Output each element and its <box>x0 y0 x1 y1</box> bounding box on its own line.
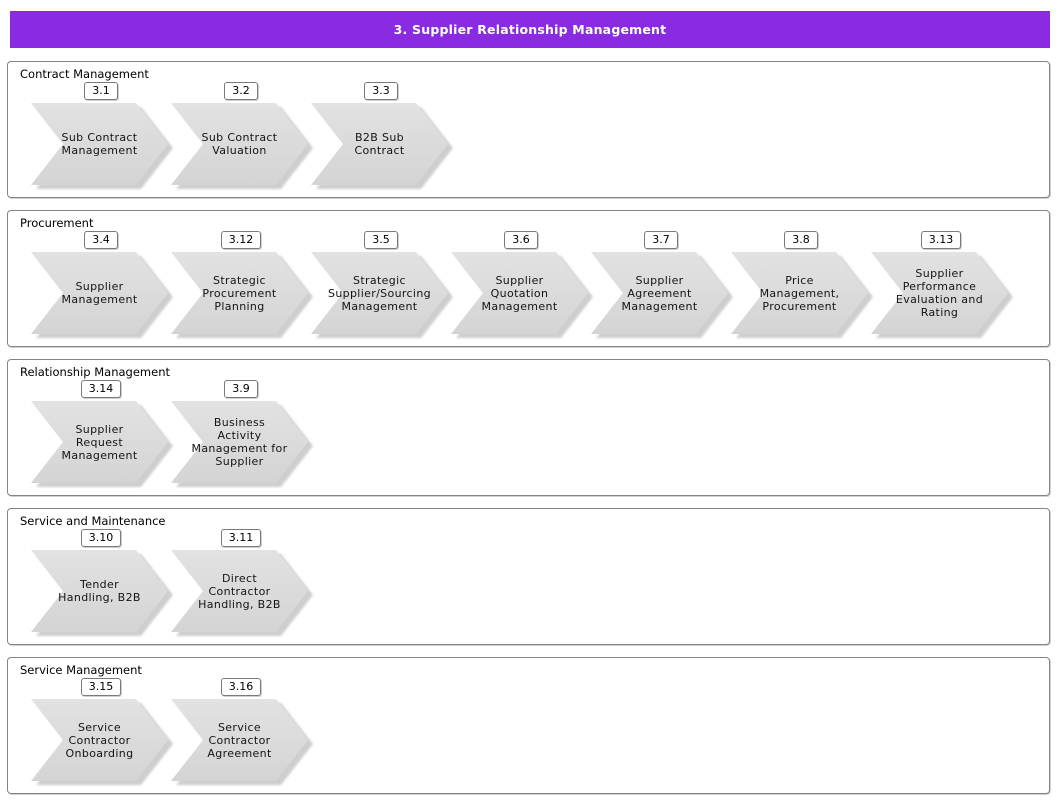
chevron-arrow-shape <box>171 103 313 189</box>
page-title-bar: 3. Supplier Relationship Management <box>10 11 1050 48</box>
step-number-badge: 3.13 <box>920 231 962 249</box>
chevron: Tender Handling, B2B <box>31 549 173 639</box>
process-row: 3.10 Tender Handling, B2B 3.11 Direct Co… <box>8 528 1049 639</box>
chevron-arrow-shape <box>171 699 313 785</box>
process-step[interactable]: 3.15 Service Contractor Onboarding <box>31 677 173 788</box>
chevron-arrow-shape <box>171 252 313 338</box>
step-number-badge: 3.14 <box>80 380 122 398</box>
process-step[interactable]: 3.16 Service Contractor Agreement <box>171 677 313 788</box>
process-step[interactable]: 3.12 Strategic Procurement Planning <box>171 230 313 341</box>
chevron: B2B Sub Contract <box>311 102 453 192</box>
step-number-badge: 3.1 <box>84 82 118 100</box>
chevron: Sub Contract Valuation <box>171 102 313 192</box>
process-step[interactable]: 3.14 Supplier Request Management <box>31 379 173 490</box>
process-step[interactable]: 3.1 Sub Contract Management <box>31 81 173 192</box>
process-step[interactable]: 3.13 Supplier Performance Evaluation and… <box>871 230 1013 341</box>
chevron-arrow-shape <box>171 550 313 636</box>
chevron-arrow-shape <box>31 699 173 785</box>
step-number-badge: 3.5 <box>364 231 398 249</box>
chevron-arrow-shape <box>311 252 453 338</box>
chevron-arrow-shape <box>591 252 733 338</box>
section-group: Service and Maintenance 3.10 Tender Hand… <box>7 508 1050 645</box>
section-list: Contract Management 3.1 Sub Contract Man… <box>7 61 1050 806</box>
chevron: Price Management, Procurement <box>731 251 873 341</box>
process-step[interactable]: 3.7 Supplier Agreement Management <box>591 230 733 341</box>
step-number-badge: 3.6 <box>504 231 538 249</box>
section-group: Service Management 3.15 Service Contract… <box>7 657 1050 794</box>
chevron: Business Activity Management for Supplie… <box>171 400 313 490</box>
section-label: Contract Management <box>20 67 149 81</box>
step-number-badge: 3.12 <box>220 231 262 249</box>
chevron: Strategic Supplier/Sourcing Management <box>311 251 453 341</box>
chevron-arrow-shape <box>31 550 173 636</box>
section-group: Procurement 3.4 Supplier Management 3.12… <box>7 210 1050 347</box>
chevron: Supplier Quotation Management <box>451 251 593 341</box>
process-row: 3.14 Supplier Request Management 3.9 Bus… <box>8 379 1049 490</box>
chevron-arrow-shape <box>31 252 173 338</box>
process-row: 3.4 Supplier Management 3.12 Strategic P… <box>8 230 1049 341</box>
step-number-badge: 3.4 <box>84 231 118 249</box>
chevron-arrow-shape <box>871 252 1013 338</box>
step-number-badge: 3.9 <box>224 380 258 398</box>
process-step[interactable]: 3.11 Direct Contractor Handling, B2B <box>171 528 313 639</box>
chevron-arrow-shape <box>451 252 593 338</box>
chevron-arrow-shape <box>311 103 453 189</box>
chevron: Service Contractor Agreement <box>171 698 313 788</box>
step-number-badge: 3.8 <box>784 231 818 249</box>
chevron: Supplier Agreement Management <box>591 251 733 341</box>
chevron-arrow-shape <box>31 401 173 487</box>
chevron: Supplier Request Management <box>31 400 173 490</box>
section-label: Procurement <box>20 216 94 230</box>
process-step[interactable]: 3.2 Sub Contract Valuation <box>171 81 313 192</box>
process-step[interactable]: 3.6 Supplier Quotation Management <box>451 230 593 341</box>
process-step[interactable]: 3.3 B2B Sub Contract <box>311 81 453 192</box>
page-title: 3. Supplier Relationship Management <box>393 22 667 37</box>
step-number-badge: 3.3 <box>364 82 398 100</box>
process-step[interactable]: 3.8 Price Management, Procurement <box>731 230 873 341</box>
section-label: Service Management <box>20 663 142 677</box>
process-step[interactable]: 3.9 Business Activity Management for Sup… <box>171 379 313 490</box>
step-number-badge: 3.15 <box>80 678 122 696</box>
step-number-badge: 3.2 <box>224 82 258 100</box>
section-label: Service and Maintenance <box>20 514 166 528</box>
chevron: Strategic Procurement Planning <box>171 251 313 341</box>
step-number-badge: 3.11 <box>220 529 262 547</box>
chevron-arrow-shape <box>31 103 173 189</box>
chevron-arrow-shape <box>171 401 313 487</box>
chevron: Supplier Management <box>31 251 173 341</box>
process-step[interactable]: 3.10 Tender Handling, B2B <box>31 528 173 639</box>
chevron: Direct Contractor Handling, B2B <box>171 549 313 639</box>
process-step[interactable]: 3.5 Strategic Supplier/Sourcing Manageme… <box>311 230 453 341</box>
process-step[interactable]: 3.4 Supplier Management <box>31 230 173 341</box>
step-number-badge: 3.10 <box>80 529 122 547</box>
chevron: Supplier Performance Evaluation and Rati… <box>871 251 1013 341</box>
process-row: 3.1 Sub Contract Management 3.2 Sub Cont… <box>8 81 1049 192</box>
section-label: Relationship Management <box>20 365 171 379</box>
chevron-arrow-shape <box>731 252 873 338</box>
step-number-badge: 3.7 <box>644 231 678 249</box>
section-group: Contract Management 3.1 Sub Contract Man… <box>7 61 1050 198</box>
chevron: Service Contractor Onboarding <box>31 698 173 788</box>
step-number-badge: 3.16 <box>220 678 262 696</box>
process-row: 3.15 Service Contractor Onboarding 3.16 … <box>8 677 1049 788</box>
section-group: Relationship Management 3.14 Supplier Re… <box>7 359 1050 496</box>
chevron: Sub Contract Management <box>31 102 173 192</box>
